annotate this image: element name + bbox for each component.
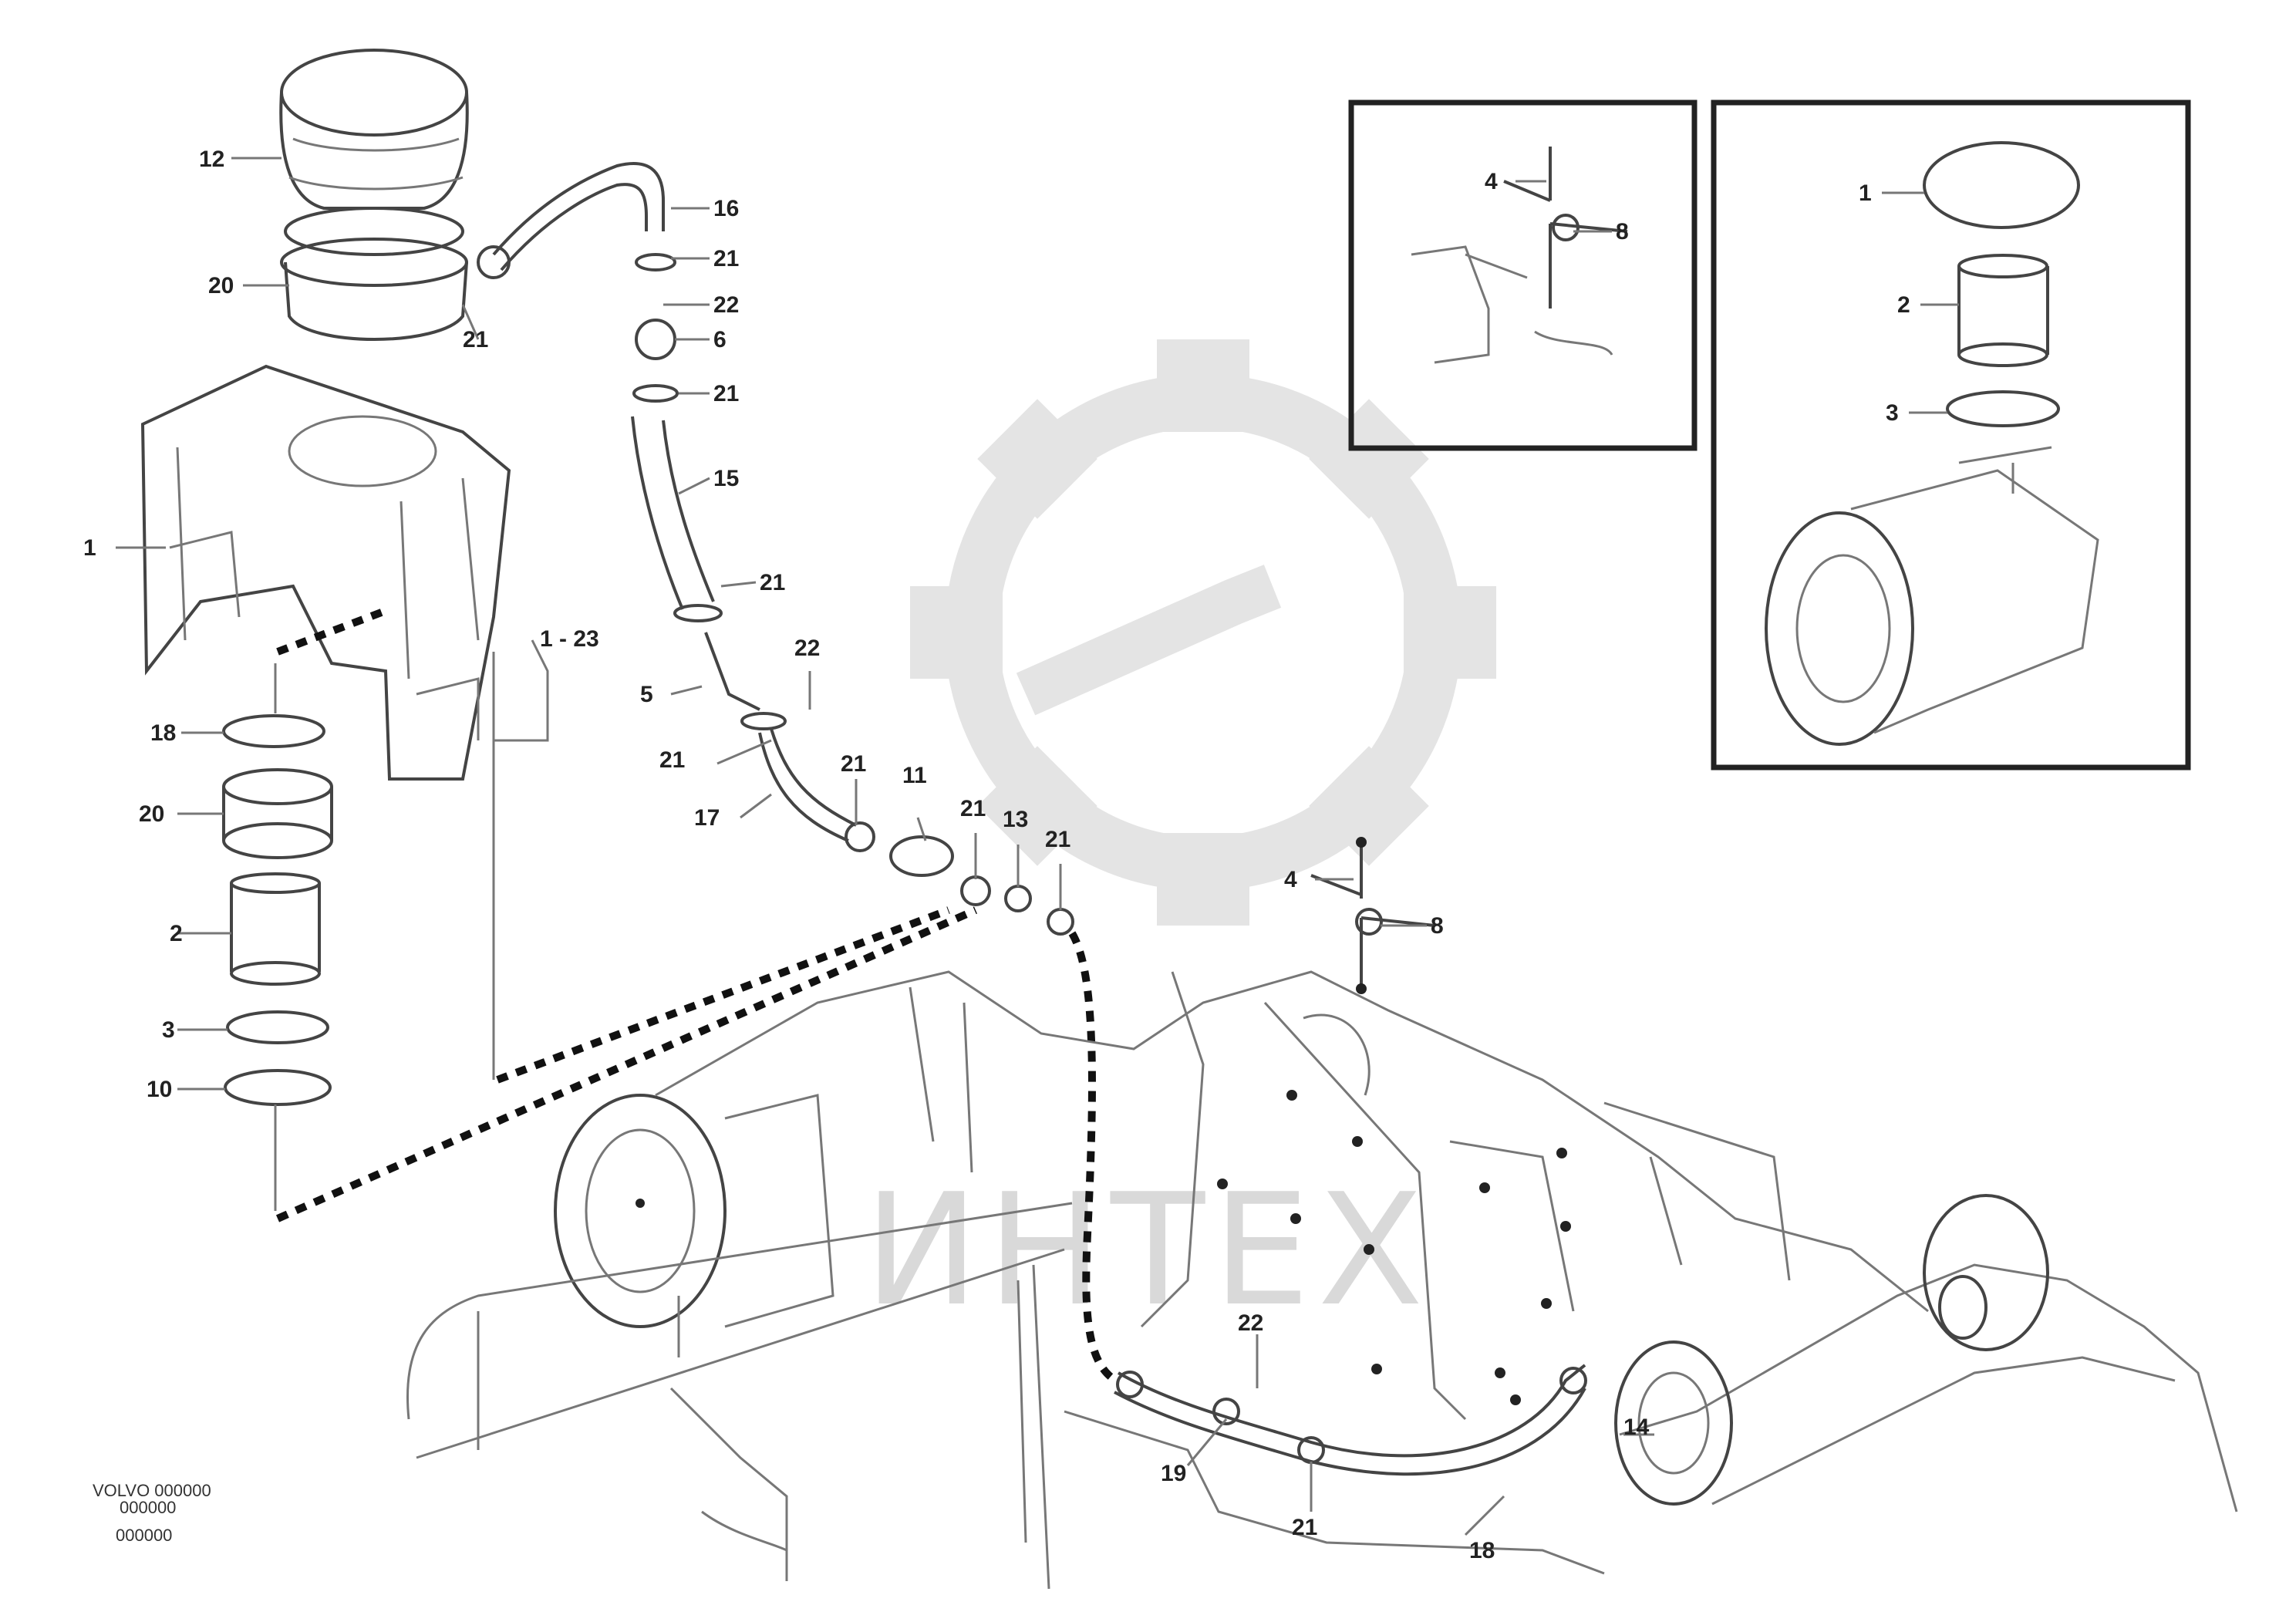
reference-line-2: 000000 — [120, 1498, 176, 1517]
leader-lines — [116, 157, 1959, 1536]
callout-label: 21 — [659, 747, 685, 773]
callout-label: 21 — [760, 570, 785, 595]
callout-label: 1 - 23 — [540, 626, 599, 652]
hoses — [477, 162, 1587, 1476]
watermark-text: ИНТЕХ — [864, 1161, 1431, 1340]
callout-label: 8 — [1431, 913, 1444, 939]
callout-label: 1 — [1859, 180, 1872, 206]
callout-label: 21 — [841, 751, 866, 777]
callout-label: 13 — [1003, 807, 1028, 832]
callout-label: 5 — [640, 682, 653, 707]
callout-label: 2 — [170, 921, 183, 946]
callout-label: 15 — [713, 466, 739, 491]
callout-label: 21 — [713, 246, 739, 271]
callout-label: 2 — [1897, 292, 1910, 318]
gear-teeth — [910, 339, 1496, 926]
inset-box-left — [1348, 99, 1698, 451]
callout-label: 14 — [1623, 1415, 1650, 1440]
assembly-lines — [275, 906, 1114, 1380]
inset-right-parts — [1765, 141, 2099, 746]
inset-box-right — [1711, 99, 2191, 771]
callout-label: 22 — [1238, 1310, 1263, 1336]
callout-label: 10 — [147, 1077, 172, 1102]
callout-label: 21 — [1045, 827, 1070, 852]
reference-code: VOLVO 000000 000000 000000 — [93, 1481, 211, 1545]
watermark-logo: ИНТЕХ — [864, 339, 1496, 1340]
callout-label: 4 — [1284, 867, 1297, 892]
air-filter-assembly — [140, 49, 511, 1211]
reference-line-1: VOLVO 000000 — [93, 1481, 211, 1500]
callout-label: 20 — [208, 273, 234, 298]
callout-label: 3 — [162, 1017, 175, 1043]
callout-label: 11 — [902, 763, 927, 788]
callout-label: 18 — [1469, 1538, 1495, 1563]
callout-label: 1 — [83, 535, 96, 561]
callout-label: 8 — [1616, 219, 1629, 244]
engine-chassis — [406, 837, 2238, 1590]
inset-left-fitting — [1411, 147, 1628, 364]
callout-label: 16 — [713, 196, 739, 221]
callout-label: 21 — [713, 381, 739, 406]
callout-label: 21 — [1292, 1515, 1317, 1540]
callout-label: 21 — [463, 327, 488, 352]
callout-label: 18 — [150, 720, 176, 746]
callout-label: 19 — [1161, 1461, 1186, 1486]
callout-label: 3 — [1886, 400, 1899, 426]
callout-label: 21 — [960, 796, 986, 821]
callout-label: 20 — [139, 801, 164, 827]
callout-label: 22 — [713, 292, 739, 318]
callout-labels: 12 20 1 18 20 2 3 10 16 21 22 6 21 21 15… — [83, 147, 1910, 1563]
callout-label: 4 — [1485, 169, 1498, 194]
callout-label: 6 — [713, 327, 727, 352]
callout-label: 17 — [694, 805, 720, 831]
callout-label: 22 — [794, 636, 820, 661]
reference-code-number: 000000 — [116, 1526, 172, 1545]
callout-label: 12 — [199, 147, 224, 172]
